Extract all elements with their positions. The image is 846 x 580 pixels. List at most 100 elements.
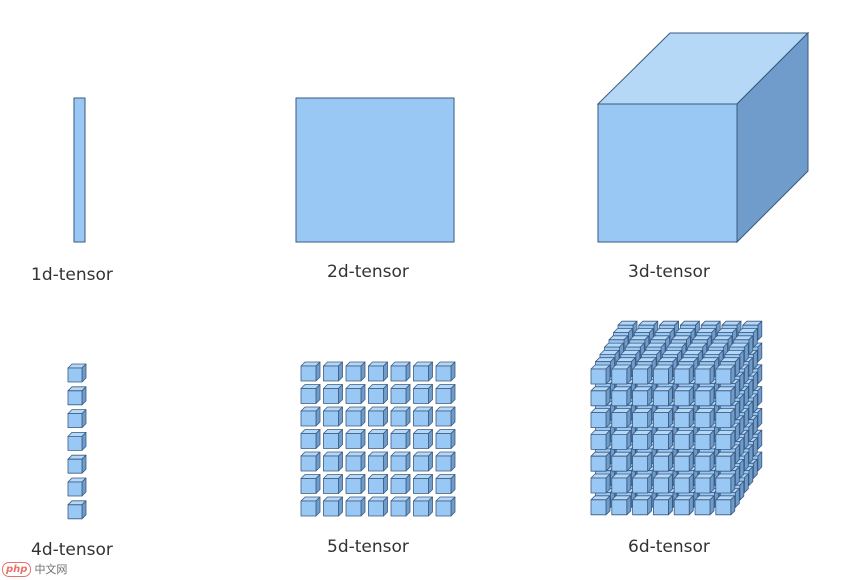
small-cube: [67, 477, 87, 497]
cube-side-face: [734, 422, 740, 443]
cube-side-face: [405, 384, 411, 404]
cube-side-face: [450, 496, 456, 517]
small-cube: [345, 384, 366, 404]
cube-side-face: [315, 361, 321, 382]
small-cube: [368, 406, 388, 427]
cube-front-face: [300, 365, 317, 382]
cube-front-face: [632, 499, 648, 516]
cube-front-face: [67, 504, 83, 520]
small-cube: [345, 451, 366, 472]
cube-side-face: [338, 474, 343, 494]
small-cube: [413, 451, 433, 472]
cube-side-face: [405, 429, 411, 449]
cube-side-face: [748, 444, 754, 465]
cube-front-face: [368, 455, 384, 472]
cube-front-face: [390, 500, 407, 517]
cube-front-face: [715, 368, 732, 385]
cube-side-face: [626, 495, 632, 516]
cube-side-face: [405, 451, 411, 472]
cube-front-face: [715, 433, 732, 450]
cube-front-face: [694, 412, 711, 429]
small-cube: [611, 429, 632, 450]
cube-side-face: [338, 451, 343, 472]
small-cube: [611, 386, 632, 407]
small-cube: [611, 364, 632, 385]
cube-side-face: [428, 361, 433, 382]
cube-side-face: [428, 451, 433, 472]
cube-side-face: [315, 406, 321, 427]
cube-side-face: [739, 415, 745, 436]
small-cube: [632, 429, 652, 450]
watermark-logo: php: [2, 561, 32, 577]
small-cube: [435, 451, 456, 472]
cube-front-face: [390, 478, 407, 494]
cube-side-face: [405, 406, 411, 427]
small-cube: [694, 386, 715, 407]
cube-side-face: [743, 451, 749, 472]
watermark: php 中文网: [2, 561, 67, 577]
small-cube: [590, 386, 611, 407]
cube-side-face: [668, 364, 673, 385]
cube-side-face: [450, 361, 456, 382]
cube-side-face: [360, 451, 366, 472]
small-cube: [368, 474, 388, 494]
cube-side-face: [730, 473, 736, 494]
small-cube: [673, 495, 694, 516]
cube-side-face: [450, 406, 456, 427]
cube-side-face: [360, 474, 366, 494]
small-cube: [345, 429, 366, 449]
cube-side-face: [752, 328, 758, 348]
small-cube: [390, 406, 411, 427]
cube-side-face: [338, 429, 343, 449]
cube-front-face: [67, 458, 83, 474]
cube-side-face: [757, 342, 763, 363]
cube-front-face: [390, 433, 407, 449]
small-cube: [300, 474, 321, 494]
cube-front-face: [413, 500, 429, 517]
small-cube: [715, 408, 736, 429]
small-cube: [323, 406, 343, 427]
cube-front-face: [611, 433, 628, 450]
cube-side-face: [734, 379, 740, 399]
cube-front-face: [632, 433, 648, 450]
cube-side-face: [734, 466, 740, 487]
small-cube: [673, 429, 694, 450]
small-cube: [323, 496, 343, 517]
small-cube: [611, 451, 632, 472]
tensor-4d-shape: [67, 363, 87, 520]
small-cube: [694, 408, 715, 429]
cube-side-face: [688, 408, 694, 429]
cube-side-face: [734, 444, 740, 465]
small-cube: [673, 364, 694, 385]
cube-side-face: [360, 496, 366, 517]
cube-side-face: [748, 466, 754, 487]
cube-side-face: [688, 473, 694, 494]
cube-side-face: [730, 495, 736, 516]
cube-side-face: [739, 393, 745, 414]
cube-side-face: [668, 473, 673, 494]
cube-front-face: [368, 410, 384, 427]
cube-side-face: [315, 496, 321, 517]
cube-side-face: [605, 386, 611, 407]
cube-side-face: [450, 384, 456, 404]
cube-side-face: [739, 371, 745, 392]
cube-side-face: [752, 458, 758, 479]
cube-front-face: [715, 499, 732, 516]
cube-side-face: [428, 429, 433, 449]
cube-side-face: [428, 384, 433, 404]
cube-side-face: [688, 429, 694, 450]
cube-side-face: [605, 408, 611, 429]
cube-front-face: [653, 477, 669, 494]
small-cube: [590, 364, 611, 385]
cube-front-face: [435, 478, 452, 494]
cube-side-face: [730, 364, 736, 385]
cube-side-face: [360, 429, 366, 449]
cube-front-face: [673, 499, 690, 516]
cube-side-face: [668, 408, 673, 429]
small-cube: [67, 386, 87, 406]
cube-front-face: [300, 478, 317, 494]
small-cube: [345, 361, 366, 382]
cube-side-face: [688, 364, 694, 385]
cube-side-face: [428, 496, 433, 517]
cube-side-face: [748, 400, 754, 421]
